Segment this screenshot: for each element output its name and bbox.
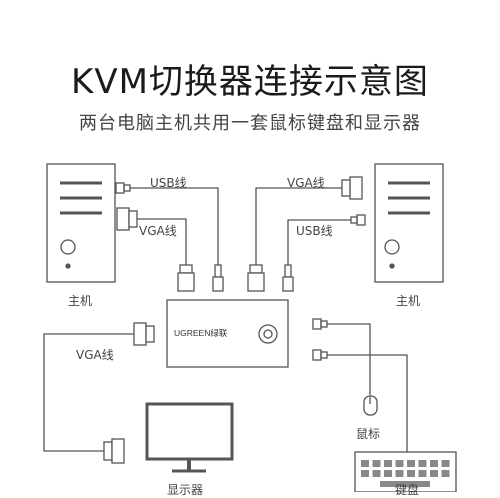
keyboard-key (384, 470, 392, 477)
keyboard-spacebar (380, 481, 430, 487)
keyboard-key (418, 460, 427, 467)
page-title: KVM切换器连接示意图 (71, 62, 429, 102)
monitor (145, 402, 234, 473)
left-pc-tower (46, 163, 116, 283)
left-usb-cable (115, 182, 224, 292)
right-vga-label: VGA线 (287, 176, 325, 190)
keyboard-key (407, 460, 415, 467)
keyboard-key (418, 470, 427, 477)
monitor-vga-label: VGA线 (76, 348, 114, 362)
kvm-switch (166, 299, 289, 368)
left-vga-cable (116, 207, 195, 292)
kvm-brand-label: UGREEN绿联 (174, 328, 228, 338)
keyboard (354, 451, 457, 492)
keyboard-key (395, 460, 404, 467)
right-usb-cable (282, 214, 366, 292)
mouse-usb-cable (312, 318, 371, 395)
monitor-label: 显示器 (167, 483, 204, 497)
left-vga-label: VGA线 (139, 224, 177, 238)
keyboard-key (441, 470, 450, 477)
mouse (363, 395, 378, 416)
right-usb-label: USB线 (296, 224, 333, 238)
keyboard-key (430, 470, 438, 477)
keyboard-label: 键盘 (395, 483, 420, 497)
right-pc-tower (374, 163, 444, 283)
keyboard-key (384, 460, 392, 467)
right-vga-cable (247, 176, 363, 292)
keyboard-usb-cable (312, 349, 408, 452)
right-host-label: 主机 (396, 294, 421, 308)
left-host-label: 主机 (68, 294, 93, 308)
keyboard-key (361, 470, 369, 477)
keyboard-key (441, 460, 450, 467)
keyboard-key (395, 470, 404, 477)
keyboard-key (430, 460, 438, 467)
keyboard-key (361, 460, 369, 467)
page-subtitle: 两台电脑主机共用一套鼠标键盘和显示器 (79, 113, 421, 134)
left-usb-label: USB线 (150, 176, 187, 190)
keyboard-key (372, 470, 381, 477)
keyboard-key (372, 460, 381, 467)
mouse-label: 鼠标 (356, 427, 381, 441)
monitor-vga-cable (43, 322, 155, 464)
keyboard-key (407, 470, 415, 477)
